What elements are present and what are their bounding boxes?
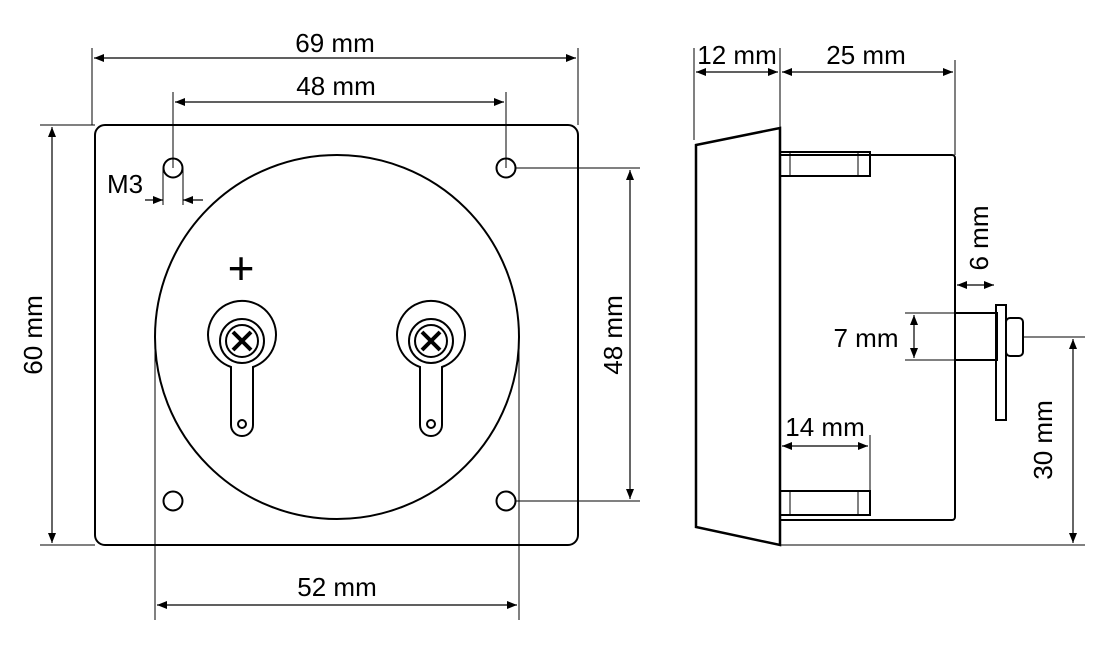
mounting-stud-bottom [780,490,871,516]
label-hole-spacing-top: 48 mm [296,71,375,101]
label-terminal-protrusion: 6 mm [964,206,994,271]
terminal-positive [207,299,277,437]
label-panel-width: 69 mm [295,28,374,58]
front-panel [94,124,579,546]
mounting-stud-top [780,151,871,177]
mounting-hole-bottom-right [495,490,517,512]
mounting-hole-bottom-left [162,490,184,512]
label-bezel-depth: 12 mm [697,40,776,70]
label-hole-spacing-side: 48 mm [598,295,628,374]
side-view: 12 mm 25 mm 6 mm 7 mm 14 mm 30 mm [693,40,1085,547]
label-hole-size: M3 [107,169,143,199]
rear-terminal [954,304,1024,421]
label-panel-height: 60 mm [18,295,48,374]
label-dial-diameter: 52 mm [297,572,376,602]
polarity-plus-sign: + [228,242,255,294]
front-bezel [694,126,782,547]
label-terminal-height: 30 mm [1028,400,1058,479]
terminal-negative [396,299,466,437]
label-stud-length: 14 mm [785,412,864,442]
label-body-depth: 25 mm [826,40,905,70]
front-view: + 69 mm 48 mm 60 mm 48 mm M3 52 mm [18,28,640,620]
label-terminal-diameter: 7 mm [834,323,899,353]
